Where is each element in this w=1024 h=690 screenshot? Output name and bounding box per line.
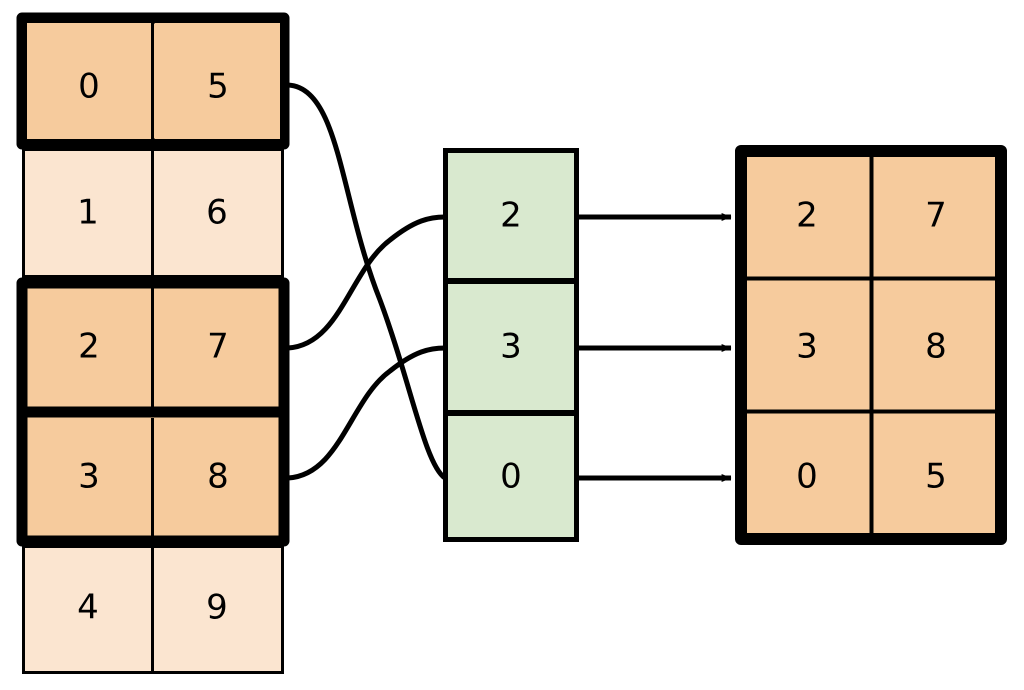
index-cell-2-text: 0 xyxy=(500,457,522,497)
source-cell-3-0-text: 3 xyxy=(78,457,100,497)
result-cell-0-0-text: 2 xyxy=(796,196,818,236)
gather-curves xyxy=(285,82,448,481)
source-cell-2-1-text: 7 xyxy=(207,327,229,367)
source-row-2[interactable]: 2 7 xyxy=(16,277,290,418)
result-cell-0-1-text: 7 xyxy=(925,196,947,236)
source-cell-4-0-text: 4 xyxy=(77,588,99,628)
source-row-3[interactable]: 3 8 xyxy=(16,406,290,547)
curve-row-0-to-index-cell-2 xyxy=(285,82,448,481)
result-row-1[interactable]: 3 8 xyxy=(796,327,947,367)
source-cell-1-1-text: 6 xyxy=(206,193,228,233)
scatter-arrows xyxy=(578,213,732,482)
result-cell-1-0-text: 3 xyxy=(796,327,818,367)
result-row-0[interactable]: 2 7 xyxy=(796,196,947,236)
source-cell-0-1-bg xyxy=(155,23,280,139)
source-cell-0-0-text: 0 xyxy=(78,67,100,107)
index-cell-1[interactable] xyxy=(443,279,579,415)
source-cell-0-1-text: 5 xyxy=(207,67,229,107)
source-cell-1-0-text: 1 xyxy=(77,193,99,233)
result-cell-2-0-text: 0 xyxy=(796,457,818,497)
source-row-4[interactable]: 4 9 xyxy=(22,545,284,674)
index-cell-1-text: 3 xyxy=(500,327,522,367)
source-array: 0 5 1 6 2 7 3 8 xyxy=(16,12,290,674)
source-cell-0-0-bg xyxy=(27,23,152,139)
source-cell-4-1-text: 9 xyxy=(206,588,228,628)
curve-row-2-to-index-cell-0 xyxy=(285,214,448,351)
index-vector: 2 3 0 xyxy=(443,148,579,542)
result-row-2[interactable]: 0 5 xyxy=(796,457,947,497)
result-array: 2 7 3 8 0 5 xyxy=(735,145,1007,545)
source-cell-2-0-text: 2 xyxy=(78,327,100,367)
result-cell-2-1-text: 5 xyxy=(925,457,947,497)
source-cell-3-1-text: 8 xyxy=(207,457,229,497)
source-row-0[interactable]: 0 5 xyxy=(16,12,290,150)
index-cell-0-text: 2 xyxy=(500,196,522,236)
source-row-1[interactable]: 1 6 xyxy=(22,148,284,278)
result-cell-1-1-text: 8 xyxy=(925,327,947,367)
curve-row-3-to-index-cell-1 xyxy=(285,345,448,481)
index-cell-0[interactable] xyxy=(443,148,579,283)
